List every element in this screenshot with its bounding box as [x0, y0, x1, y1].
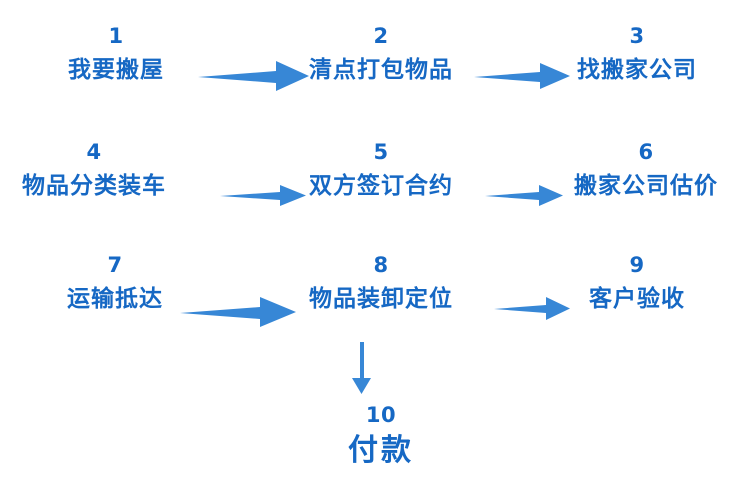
connector-arrow-8-to-9 — [492, 295, 572, 323]
step-label: 找搬家公司 — [577, 57, 697, 83]
step-label: 双方签订合约 — [309, 173, 453, 199]
step-number: 1 — [108, 24, 124, 48]
step-number: 6 — [638, 140, 654, 164]
flow-step-4[interactable]: 4 物品分类装车 — [0, 142, 194, 198]
flow-step-10[interactable]: 10 付款 — [281, 405, 481, 466]
flow-step-9[interactable]: 9 客户验收 — [542, 255, 732, 311]
flow-step-6[interactable]: 6 搬家公司估价 — [546, 142, 746, 198]
step-number: 8 — [373, 253, 389, 277]
step-label: 我要搬屋 — [68, 57, 164, 83]
step-number: 4 — [86, 140, 102, 164]
connector-arrow-2-to-3 — [472, 60, 572, 92]
connector-arrow-7-to-8 — [178, 294, 298, 330]
step-number: 10 — [365, 403, 397, 427]
flow-step-5[interactable]: 5 双方签订合约 — [281, 142, 481, 198]
step-label: 物品装卸定位 — [309, 286, 453, 312]
step-label: 搬家公司估价 — [574, 173, 718, 199]
step-number: 2 — [373, 24, 389, 48]
step-label: 物品分类装车 — [22, 173, 166, 199]
connector-arrow-1-to-2 — [196, 58, 311, 94]
step-label: 付款 — [348, 433, 414, 468]
step-number: 7 — [107, 253, 123, 277]
connector-arrow-5-to-6 — [483, 183, 565, 209]
connector-arrow-8-to-10 — [345, 340, 377, 396]
flow-step-7[interactable]: 7 运输抵达 — [20, 255, 210, 311]
step-label: 客户验收 — [589, 286, 685, 312]
connector-arrow-4-to-5 — [218, 183, 308, 209]
flow-step-1[interactable]: 1 我要搬屋 — [16, 26, 216, 82]
step-label: 运输抵达 — [67, 286, 163, 312]
step-number: 3 — [629, 24, 645, 48]
flow-step-2[interactable]: 2 清点打包物品 — [281, 26, 481, 82]
step-number: 9 — [629, 253, 645, 277]
flow-step-8[interactable]: 8 物品装卸定位 — [281, 255, 481, 311]
step-label: 清点打包物品 — [309, 57, 453, 83]
step-number: 5 — [373, 140, 389, 164]
flow-step-3[interactable]: 3 找搬家公司 — [537, 26, 737, 82]
